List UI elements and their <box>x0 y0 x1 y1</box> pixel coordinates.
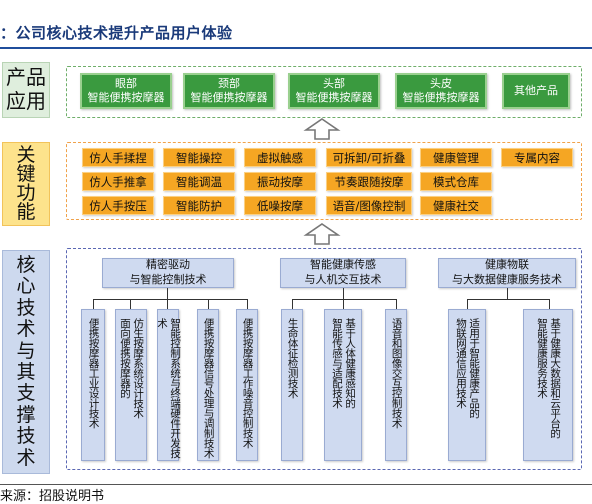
feature-item: 健康社交 <box>420 196 492 215</box>
feature-item: 虚拟触感 <box>244 148 316 167</box>
product-line2: 智能便携按摩器 <box>402 91 480 104</box>
group-line1: 智能健康传感 <box>310 258 376 272</box>
feature-item: 仿人手揉捏 <box>82 148 154 167</box>
up-arrow-icon <box>303 223 341 245</box>
subtech-iot-communication: 适用于智能健康产品的 物联网通信应用技术 <box>448 309 486 461</box>
feature-item: 智能防护 <box>163 196 235 215</box>
connector-line <box>507 288 508 299</box>
features-dashed-frame <box>66 142 582 220</box>
connector-line <box>130 299 131 309</box>
subtech-bionic-massage: 仿生按摩系统设计技术 面向便携按摩器的 <box>115 309 147 461</box>
product-section-label: 产品 应用 <box>2 62 50 118</box>
group-line2: 与人机交互技术 <box>304 273 382 286</box>
product-dashed-frame <box>66 66 582 118</box>
product-scalp-massager: 头皮 智能便携按摩器 <box>395 73 487 109</box>
tech-dashed-frame <box>66 248 582 470</box>
product-line2: 智能便携按摩器 <box>190 91 268 104</box>
connector-line <box>292 299 396 300</box>
connector-line <box>467 299 468 309</box>
feature-item: 振动按摩 <box>244 172 316 191</box>
connector-line <box>549 299 550 309</box>
subtech-signal-processing: 便携按摩器信号处理与调制技术 <box>197 309 219 461</box>
feature-item: 语音/图像控制 <box>326 196 412 215</box>
feature-item: 仿人手按压 <box>82 196 154 215</box>
feature-item: 智能操控 <box>163 148 235 167</box>
connector-line <box>93 299 94 309</box>
tech-group-drive-control: 精密驱动 与智能控制技术 <box>102 258 234 288</box>
connector-line <box>467 299 549 300</box>
subtech-health-service: 基于健康大数据和云平台的 智能健康服务技术 <box>523 309 573 461</box>
product-head-massager: 头部 智能便携按摩器 <box>288 73 380 109</box>
feature-item: 可拆卸/可折叠 <box>326 148 412 167</box>
source-note: 来源：招股说明书 <box>0 489 105 504</box>
group-line1: 精密驱动 <box>146 258 190 272</box>
feature-item: 节奏跟随按摩 <box>326 172 412 191</box>
feature-item: 智能调温 <box>163 172 235 191</box>
feature-item: 低噪按摩 <box>244 196 316 215</box>
tech-section-label: 核 心 技 术 与 其 支 撑 技 术 <box>2 250 50 474</box>
product-line1: 颈部 <box>218 76 240 90</box>
product-other: 其他产品 <box>502 73 570 109</box>
connector-line <box>208 299 209 309</box>
subtech-noise-control: 便携按摩器工作噪音控制技术 <box>236 309 258 461</box>
subtech-vital-signs: 生命体征检测技术 <box>281 309 303 461</box>
connector-line <box>292 299 293 309</box>
product-line1: 其他产品 <box>514 83 558 97</box>
product-line1: 头部 <box>323 76 345 90</box>
feature-item: 仿人手推拿 <box>82 172 154 191</box>
feature-item: 模式仓库 <box>420 172 492 191</box>
connector-line <box>167 299 168 309</box>
features-section-label: 关 键 功 能 <box>2 142 50 226</box>
connector-line <box>247 299 248 309</box>
up-arrow-icon <box>303 118 341 140</box>
page-title: ：公司核心技术提升产品用户体验 <box>0 24 233 42</box>
subtech-smart-sensing: 基于人体健康感知的 智能传感与适配技术 <box>324 309 362 461</box>
product-line1: 眼部 <box>115 76 137 90</box>
title-divider <box>0 47 592 49</box>
connector-line <box>167 288 168 299</box>
subtech-control-hardware: 智能控制系统与终端硬件开发技术 <box>156 309 181 461</box>
group-line2: 与智能控制技术 <box>129 273 207 286</box>
product-neck-massager: 颈部 智能便携按摩器 <box>183 73 275 109</box>
group-line1: 健康物联 <box>485 258 529 272</box>
tech-group-sensing-interaction: 智能健康传感 与人机交互技术 <box>280 258 406 288</box>
subtech-voice-image: 语音和图像交互控制技术 <box>385 309 407 461</box>
feature-item: 专属内容 <box>501 148 573 167</box>
subtech-industrial-design: 便携按摩器工业设计技术 <box>81 309 105 461</box>
product-line2: 智能便携按摩器 <box>87 91 165 104</box>
connector-line <box>396 299 397 309</box>
connector-line <box>343 288 344 299</box>
connector-line <box>343 299 344 309</box>
product-eye-massager: 眼部 智能便携按摩器 <box>80 73 172 109</box>
feature-item: 健康管理 <box>420 148 492 167</box>
product-line2: 智能便携按摩器 <box>295 91 373 104</box>
footer-divider <box>0 484 592 485</box>
tech-group-iot-bigdata: 健康物联 与大数据健康服务技术 <box>438 258 576 288</box>
product-line1: 头皮 <box>430 76 452 90</box>
connector-line <box>93 299 248 300</box>
group-line2: 与大数据健康服务技术 <box>452 273 562 286</box>
